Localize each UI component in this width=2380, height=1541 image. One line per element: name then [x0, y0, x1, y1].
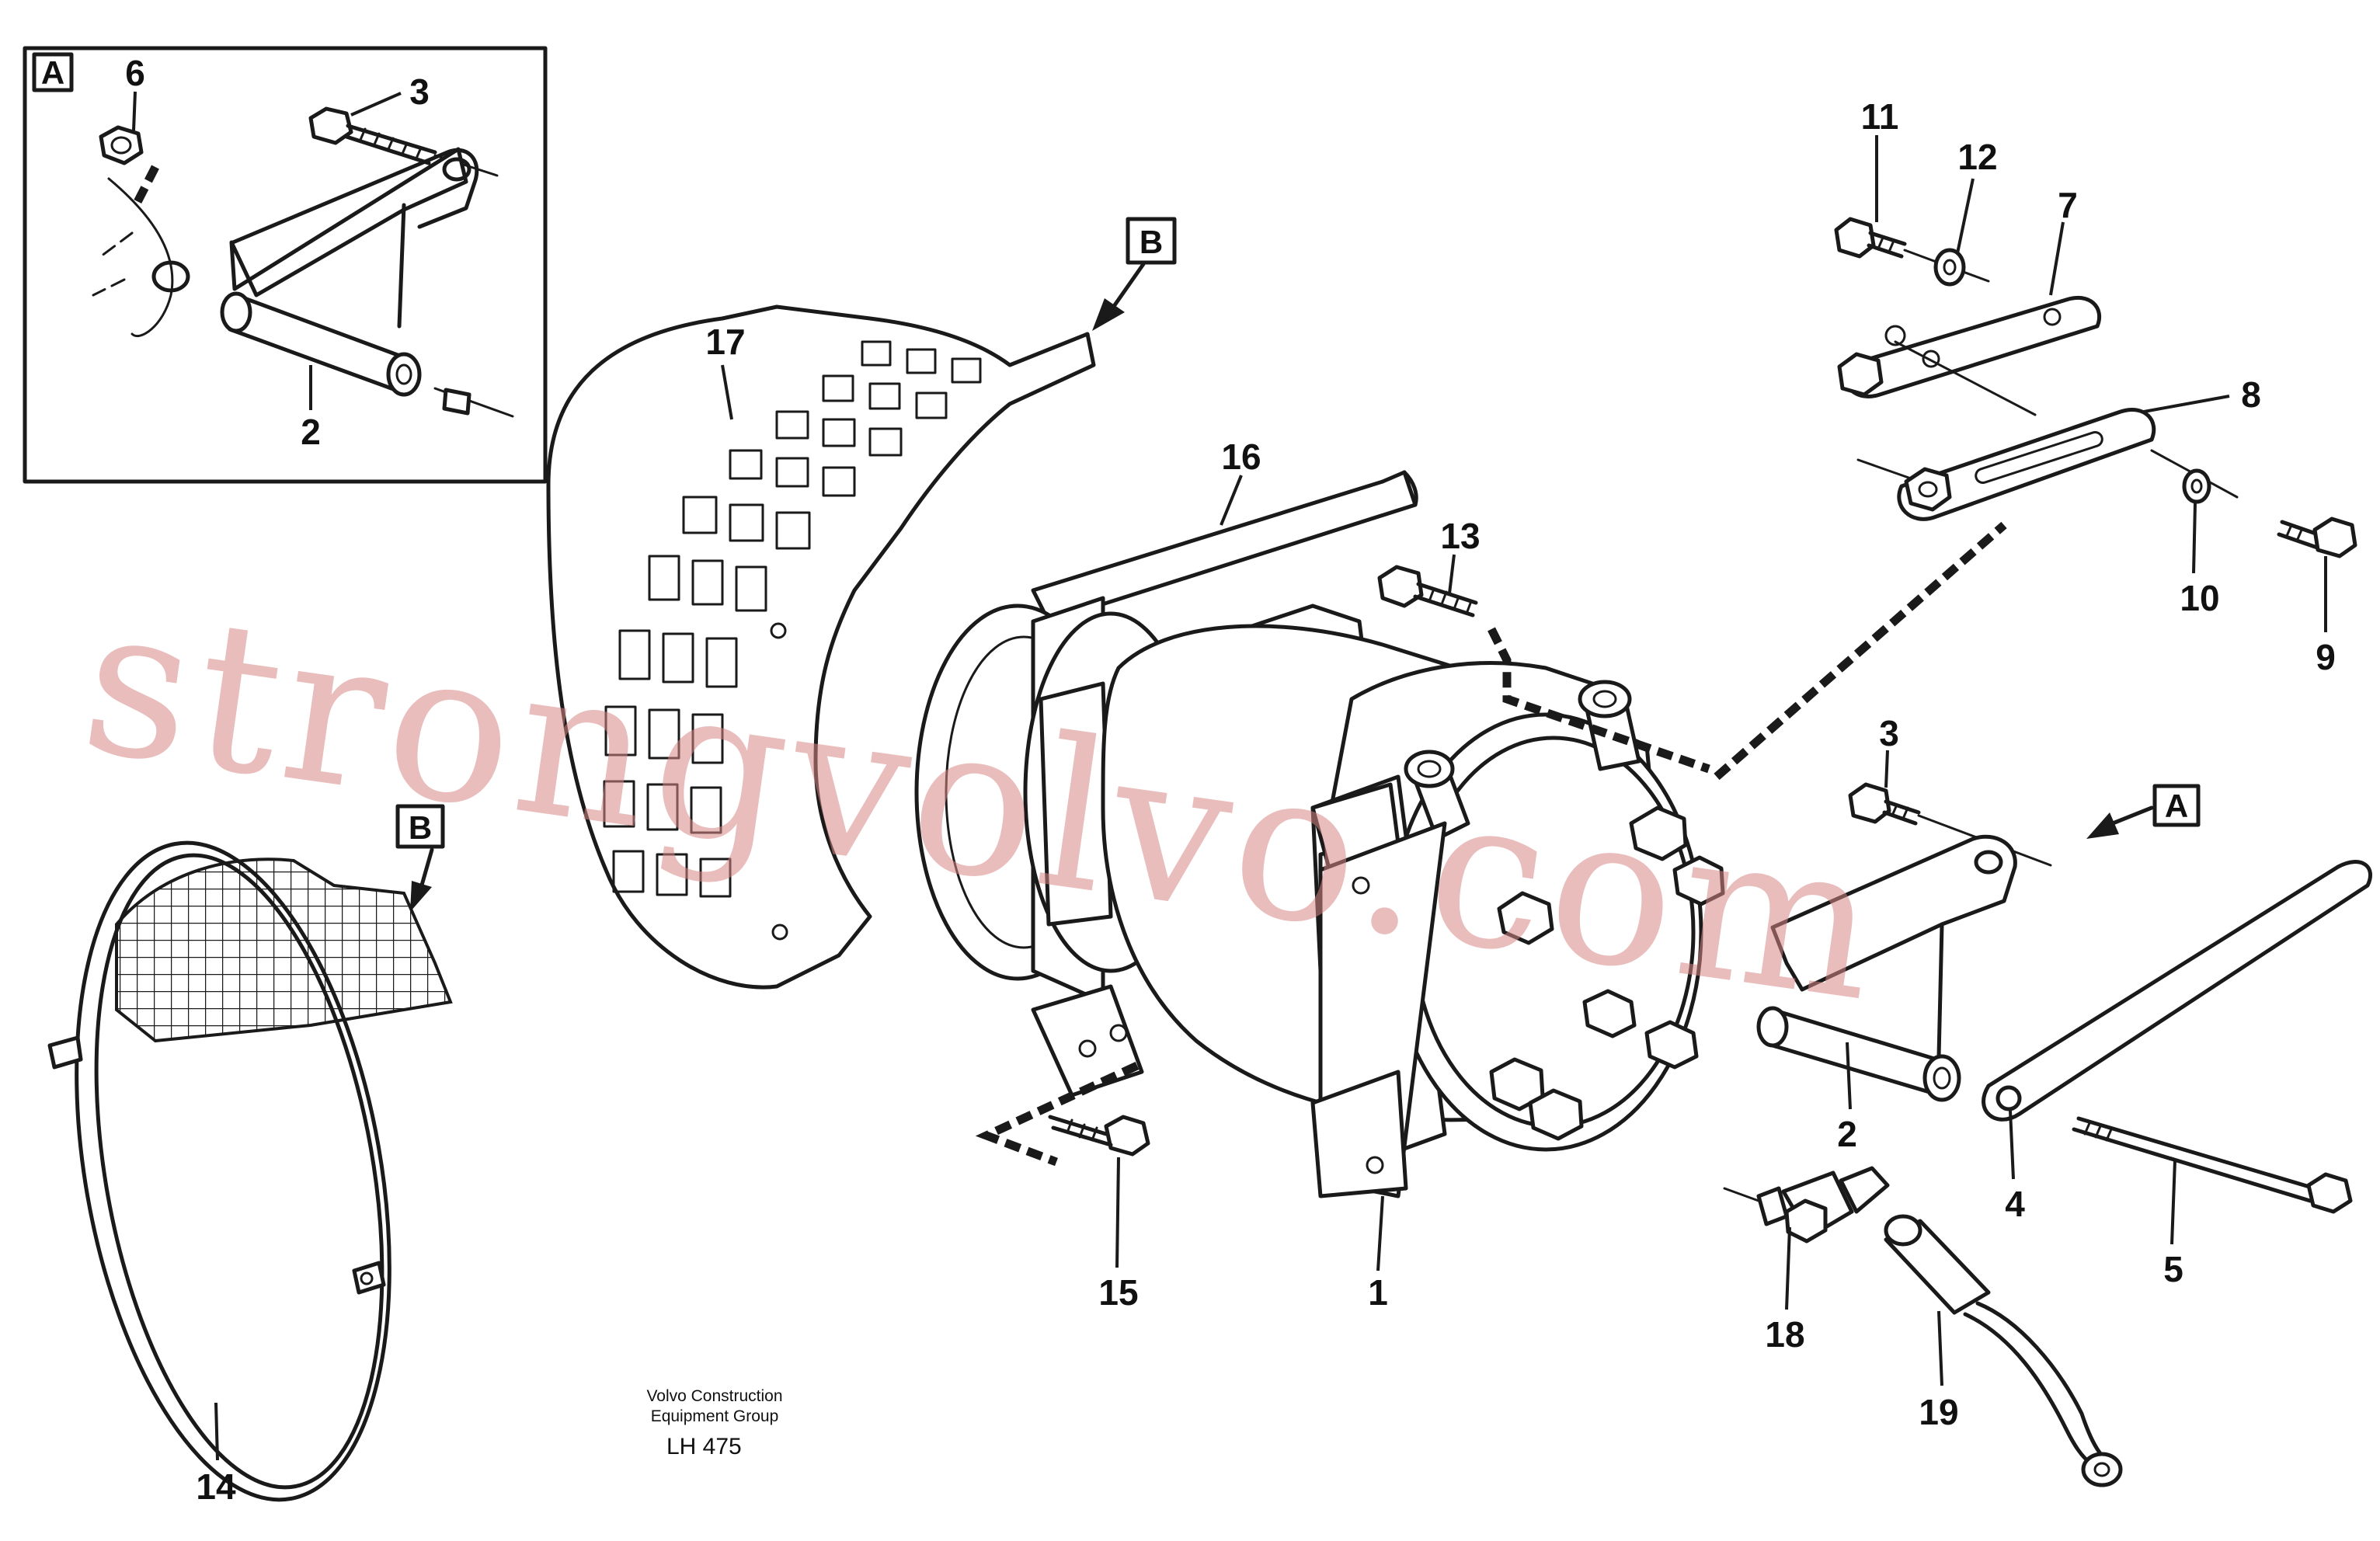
drive-belt — [1031, 470, 1418, 624]
washer-12 — [1933, 248, 1966, 287]
callout-11: 11 — [1861, 96, 1899, 137]
dash-bolt13-to-compressor — [1488, 627, 1710, 774]
bolt-15 — [1048, 1115, 1150, 1157]
footer-line-1: Volvo Construction — [646, 1387, 782, 1405]
leader-4 — [2009, 1110, 2015, 1180]
view-b-arrow-top: B — [1092, 217, 1177, 331]
leader-7 — [2049, 221, 2065, 296]
bolt-5 — [2072, 1116, 2353, 1214]
fan-guard — [546, 304, 1096, 990]
callout-3-inset: 3 — [409, 71, 430, 112]
inset-frame — [23, 46, 548, 484]
callout-13: 13 — [1440, 516, 1480, 556]
leader-12 — [1956, 178, 1975, 254]
inset-stud — [442, 388, 471, 416]
callout-9: 9 — [2316, 637, 2336, 677]
pressure-switch-18 — [1723, 1171, 1854, 1244]
footer-code: LH 475 — [666, 1434, 742, 1459]
dash-compressor-to-strap — [1714, 521, 2007, 781]
leader-15 — [1115, 1157, 1120, 1268]
view-b-arrow-left: B — [395, 804, 445, 912]
leader-18 — [1785, 1226, 1791, 1310]
leader-1 — [1376, 1195, 1384, 1271]
strap-7 — [1837, 295, 2102, 398]
callout-12: 12 — [1957, 137, 1997, 177]
compressor-mount-lug — [1031, 984, 1144, 1097]
view-b-label-top: B — [1140, 224, 1163, 260]
inset-leader-3 — [350, 92, 402, 117]
callout-14: 14 — [196, 1466, 236, 1507]
inset-bolt — [308, 106, 437, 165]
inset-nut-dashline — [133, 165, 159, 206]
wire-harness-19 — [1839, 1166, 2123, 1487]
view-a-arrow-right: A — [2086, 784, 2201, 839]
callout-10: 10 — [2180, 578, 2219, 618]
bolt-13 — [1377, 565, 1478, 617]
inset-view-a-label: A — [41, 54, 64, 91]
leader-8 — [2143, 395, 2230, 413]
compressor-port-b — [1578, 680, 1641, 771]
leader-14 — [214, 1402, 219, 1461]
callout-18: 18 — [1765, 1314, 1804, 1355]
footer-line-2: Equipment Group — [651, 1407, 779, 1425]
belt-guard-ring-14 — [47, 840, 453, 1502]
inset-mount-hidden — [92, 231, 134, 297]
callout-15: 15 — [1098, 1272, 1138, 1313]
bolt-9 — [2277, 517, 2357, 558]
inset-nut — [99, 125, 144, 165]
leader-16 — [1220, 475, 1243, 526]
leader-17 — [721, 364, 733, 420]
fan-guard-grid — [603, 340, 982, 898]
slotted-strap-8 — [1897, 408, 2156, 521]
inset-bracket — [229, 147, 479, 329]
callout-8: 8 — [2241, 374, 2261, 415]
callout-19: 19 — [1919, 1392, 1958, 1432]
callout-7: 7 — [2058, 185, 2078, 225]
leader-13 — [1448, 554, 1456, 594]
bolt-3 — [1848, 782, 1921, 826]
bolt-11 — [1834, 217, 1907, 259]
detail-view-a-inset: A — [23, 46, 548, 484]
strap8-axis-left — [1856, 458, 1912, 480]
callout-2-inset: 2 — [301, 412, 321, 452]
leader-5 — [2170, 1160, 2176, 1245]
leader-2 — [1846, 1042, 1852, 1110]
inset-spacer-tube — [220, 291, 422, 397]
callout-4: 4 — [2005, 1184, 2025, 1224]
callout-6-inset: 6 — [125, 53, 145, 93]
washer-10 — [2182, 468, 2211, 504]
callout-2: 2 — [1837, 1114, 1857, 1154]
bracket-a-main — [1756, 834, 2017, 1102]
leader-19 — [1937, 1310, 1943, 1386]
leader-10 — [2192, 503, 2197, 574]
inset-mount-outline — [107, 177, 174, 337]
callout-16: 16 — [1221, 437, 1261, 477]
view-a-label-right: A — [2165, 788, 2188, 824]
diagram-footer: Volvo Construction Equipment Group LH 47… — [646, 1387, 782, 1459]
compressor-port-a — [1404, 750, 1470, 841]
callout-3: 3 — [1879, 713, 1899, 753]
dash-mount-to-bolt15 — [975, 1062, 1140, 1167]
view-b-label-left: B — [409, 809, 432, 846]
callout-1: 1 — [1368, 1272, 1388, 1313]
leader-3 — [1884, 750, 1889, 788]
callout-5: 5 — [2163, 1249, 2183, 1289]
ac-compressor — [914, 596, 1725, 1198]
inset-view-a-tag — [32, 52, 74, 92]
inset-mount-hole — [151, 260, 190, 293]
inset-leader-6 — [132, 91, 137, 131]
strap7-axis — [1894, 340, 2037, 416]
callout-17: 17 — [705, 322, 745, 362]
long-bar-4 — [1982, 860, 2373, 1122]
